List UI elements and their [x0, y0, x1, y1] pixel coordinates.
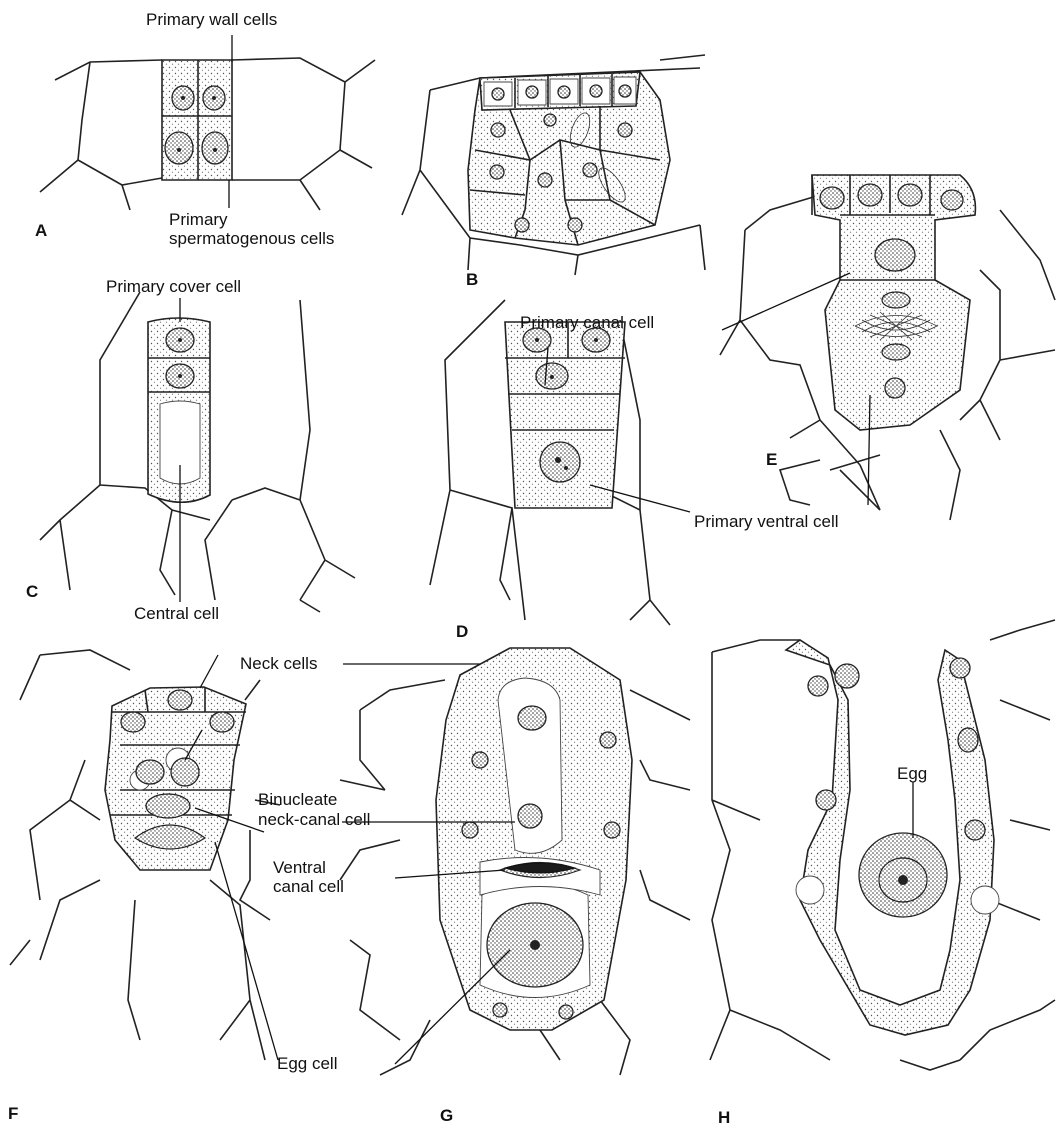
label-primary-spermatogenous-line2: spermatogenous cells: [169, 229, 334, 249]
panel-letter-h: H: [718, 1108, 730, 1128]
panel-letter-d: D: [456, 622, 468, 642]
label-neck-cells: Neck cells: [240, 654, 317, 674]
panel-h-drawing: [710, 620, 1055, 1070]
label-egg: Egg: [897, 764, 927, 784]
panel-b-drawing: [402, 55, 705, 275]
label-binucleate-line1: Binucleate: [258, 790, 337, 810]
label-binucleate-line2: neck-canal cell: [258, 810, 370, 830]
panel-letter-e: E: [766, 450, 777, 470]
label-primary-cover-cell: Primary cover cell: [106, 277, 241, 297]
label-primary-wall-cells: Primary wall cells: [146, 10, 277, 30]
panel-c-drawing: [40, 292, 355, 612]
panel-letter-c: C: [26, 582, 38, 602]
panel-g-drawing: [340, 648, 690, 1075]
panel-letter-g: G: [440, 1106, 453, 1126]
label-primary-canal-cell: Primary canal cell: [520, 313, 654, 333]
panel-f-drawing: [10, 650, 280, 1060]
label-ventral-line2: canal cell: [273, 877, 344, 897]
panel-a-drawing: [40, 35, 375, 210]
panel-d-drawing: [430, 300, 690, 625]
label-central-cell: Central cell: [134, 604, 219, 624]
label-primary-spermatogenous-line1: Primary: [169, 210, 228, 230]
label-egg-cell: Egg cell: [277, 1054, 337, 1074]
label-primary-ventral-cell: Primary ventral cell: [694, 512, 839, 532]
panel-letter-b: B: [466, 270, 478, 290]
panel-letter-f: F: [8, 1104, 18, 1124]
label-ventral-line1: Ventral: [273, 858, 326, 878]
panel-letter-a: A: [35, 221, 47, 241]
